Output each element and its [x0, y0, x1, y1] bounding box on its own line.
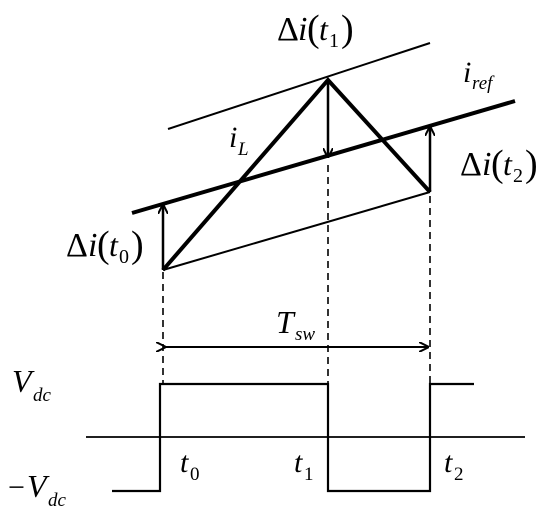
t-symbol: t: [319, 11, 329, 47]
reference-current-line: [131, 99, 516, 215]
inductor-current-waveform: [161, 76, 432, 272]
t1-main: t: [294, 446, 303, 479]
delta-i-t2-label: Δ i ( t 2 ): [460, 143, 538, 187]
upper-band-line: [167, 42, 431, 130]
t-symbol: t: [109, 227, 119, 263]
iref-sub: ref: [472, 73, 495, 94]
iref-label: i ref: [463, 56, 495, 94]
iref-main: i: [463, 56, 471, 89]
t0-sub: 0: [190, 464, 200, 485]
tsw-main: T: [276, 304, 296, 340]
t2-main: t: [444, 446, 453, 479]
close-paren: ): [131, 224, 144, 266]
il-sub: L: [237, 139, 249, 160]
i-symbol: i: [482, 146, 491, 183]
close-paren: ): [525, 143, 538, 185]
t2-sub: 2: [454, 464, 464, 485]
vdc-sub: dc: [33, 385, 52, 406]
subscript: 0: [119, 246, 129, 268]
vdc-main: V: [12, 363, 35, 399]
open-paren: (: [491, 143, 504, 185]
subscript: 2: [513, 165, 523, 187]
lower-band-line: [162, 191, 431, 271]
delta-symbol: Δ: [66, 227, 88, 264]
t-symbol: t: [503, 146, 513, 182]
i-symbol: i: [298, 11, 307, 48]
delta-i-t1-label: Δ i ( t 1 ): [277, 8, 354, 52]
neg-sign: −: [8, 471, 25, 504]
t0-axis-label: t 0: [180, 446, 200, 485]
subscript: 1: [329, 30, 339, 52]
close-paren: ): [341, 8, 354, 50]
tsw-label: T sw: [276, 304, 315, 345]
delta-symbol: Δ: [277, 11, 299, 48]
t1-axis-label: t 1: [294, 446, 314, 485]
neg-vdc-sub: dc: [48, 490, 67, 511]
neg-vdc-label: − V dc: [8, 468, 67, 511]
voltage-waveform: [112, 382, 474, 493]
t1-sub: 1: [304, 464, 314, 485]
neg-vdc-main: V: [27, 468, 50, 504]
open-paren: (: [307, 8, 320, 50]
il-main: i: [229, 121, 237, 154]
delta-symbol: Δ: [460, 146, 482, 183]
delta-i-t0-label: Δ i ( t 0 ): [66, 224, 144, 268]
tsw-sub: sw: [295, 324, 315, 345]
il-label: i L: [229, 121, 249, 160]
t0-main: t: [180, 446, 189, 479]
open-paren: (: [97, 224, 110, 266]
t2-axis-label: t 2: [444, 446, 464, 485]
vdc-label: V dc: [12, 363, 52, 406]
i-symbol: i: [88, 227, 97, 264]
